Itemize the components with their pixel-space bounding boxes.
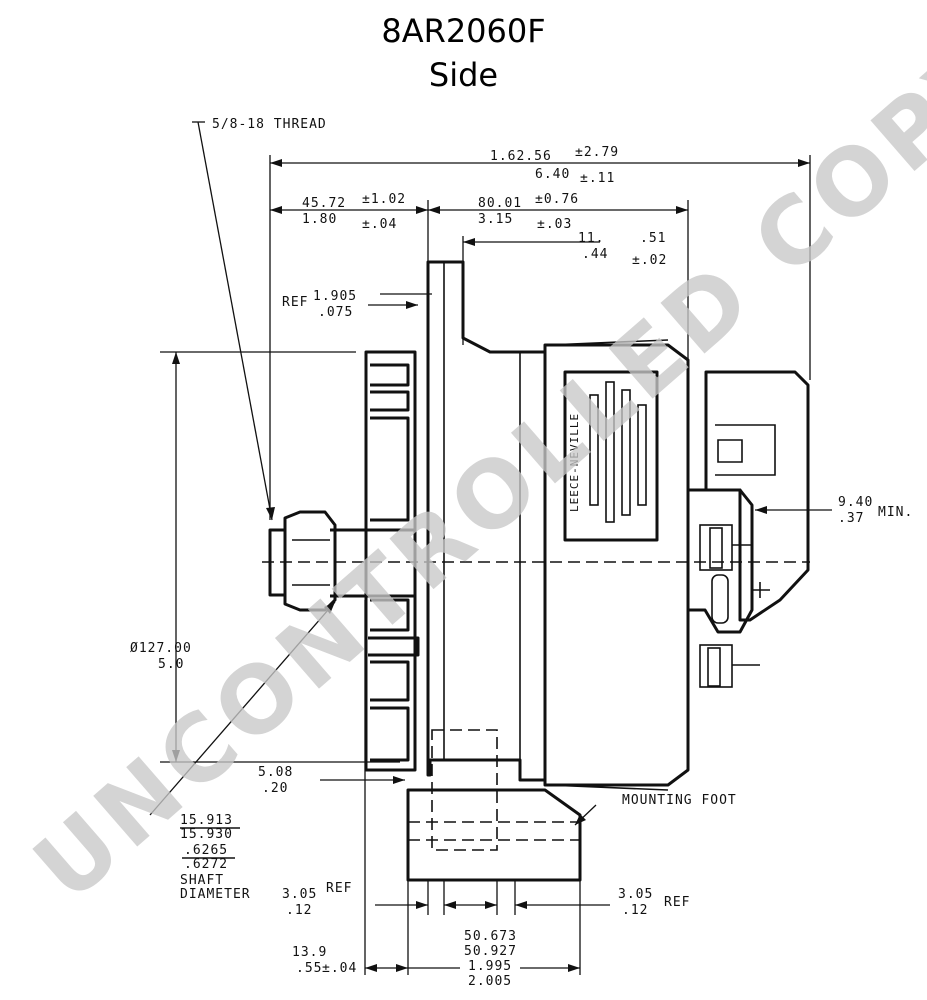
shaft-d: .6272 xyxy=(184,857,228,872)
foot-offset-tol: ±.04 xyxy=(322,961,357,976)
thread-label: 5/8-18 THREAD xyxy=(212,117,327,132)
overall-tol-mm: ±2.79 xyxy=(575,145,619,160)
ref-right-mm: 3.05 xyxy=(618,887,653,902)
diameter-in: 5.0 xyxy=(158,657,184,672)
ref-left-label: REF xyxy=(326,881,352,896)
ref-right-label: REF xyxy=(664,895,690,910)
fan-pulley xyxy=(364,350,420,772)
ref-left-mm: 3.05 xyxy=(282,887,317,902)
uncontrolled-copy-watermark: UNCONTROLLED COPY xyxy=(14,17,927,922)
diameter-mm: Ø127.00 xyxy=(130,641,192,656)
mounting-foot-label: MOUNTING FOOT xyxy=(622,793,737,808)
nameplate-brand: LEECE-NEVILLE xyxy=(568,413,581,512)
overall-mm: 1.62.56 xyxy=(490,149,552,164)
stator-body xyxy=(543,339,690,791)
foot-offset-mm: 13.9 xyxy=(292,945,327,960)
body-tol-in: ±.03 xyxy=(537,217,572,232)
body-mm: 80.01 xyxy=(478,196,522,211)
foot-width-d: 2.005 xyxy=(468,974,512,989)
ref-top-label: REF xyxy=(282,295,308,310)
ref-top-a: 1.905 xyxy=(313,289,357,304)
pulley-mm: 5.08 xyxy=(258,765,293,780)
nameplate: LEECE-NEVILLE xyxy=(563,370,659,542)
front-tol-in: ±.04 xyxy=(362,217,397,232)
terminal-mm: 9.40 xyxy=(838,495,873,510)
front-in: 1.80 xyxy=(302,212,337,227)
shaft-a: 15.913 xyxy=(180,813,233,828)
ref-left-in: .12 xyxy=(286,903,312,918)
body-in: 3.15 xyxy=(478,212,513,227)
foot-width-c: 1.995 xyxy=(468,959,512,974)
body-tol-mm: ±0.76 xyxy=(535,192,579,207)
overall-tol-in: ±.11 xyxy=(580,171,615,186)
terminal-min: MIN. xyxy=(878,505,913,520)
terminal-assembly xyxy=(688,370,810,688)
pulley-in: .20 xyxy=(262,781,288,796)
ref-right-in: .12 xyxy=(622,903,648,918)
foot-offset-in: .55 xyxy=(296,961,322,976)
rear-mm: 11. xyxy=(578,231,604,246)
arrow-heads xyxy=(172,159,810,972)
foot-width-b: 50.927 xyxy=(464,944,517,959)
dimension-labels: 5/8-18 THREAD 1.62.56 ±2.79 6.40 ±.11 45… xyxy=(130,117,913,989)
shaft-label-2: DIAMETER xyxy=(180,887,251,902)
overall-in: 6.40 xyxy=(535,167,570,182)
shaft-c: .6265 xyxy=(184,843,228,858)
rear-tol-in: ±.02 xyxy=(632,253,667,268)
model-title: 8AR2060F xyxy=(381,12,546,50)
shaft-and-nut xyxy=(268,510,417,612)
shaft-label-1: SHAFT xyxy=(180,873,224,888)
ref-top-b: .075 xyxy=(318,305,353,320)
front-mm: 45.72 xyxy=(302,196,346,211)
view-title: Side xyxy=(428,56,499,94)
drive-end-housing xyxy=(426,260,547,782)
front-tol-mm: ±1.02 xyxy=(362,192,406,207)
dimension-lines xyxy=(149,121,832,975)
mounting-foot xyxy=(406,729,582,882)
terminal-in: .37 xyxy=(838,511,864,526)
rear-in: .44 xyxy=(582,247,608,262)
shaft-b: 15.930 xyxy=(180,827,233,842)
foot-width-a: 50.673 xyxy=(464,929,517,944)
rear-tol-mm: .51 xyxy=(640,231,666,246)
